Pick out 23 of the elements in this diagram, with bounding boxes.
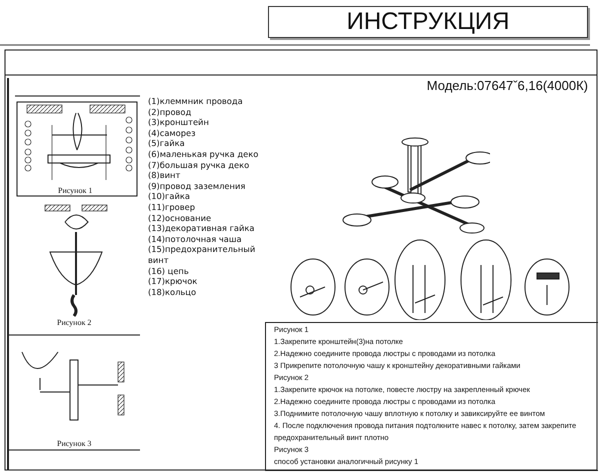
part-list-item: (15)предохранительный винт [148,244,256,266]
part-list-item: (5)гайка [148,138,186,149]
part-list-item: (8)винт [148,170,182,181]
part-list-item: (1)клеммник провода [148,96,244,107]
part-list-item: (2)провод [148,106,192,118]
part-list-item: (11)гровер [148,202,196,213]
part-list-item: (13)декоративная гайка [148,223,256,234]
part-list-item: (3)кронштейн [148,117,210,128]
part-list-item: (6)маленькая ручка деко [148,148,260,160]
figure-caption: Рисунок 1 [58,186,92,195]
model-label: Модель:07647ˇ6,16(4000К) [426,78,588,93]
figure-caption: Рисунок 2 [57,318,92,327]
part-list-item: (4)саморез [148,128,197,138]
part-list-item: (9)провод заземления [148,180,246,192]
figure-caption: Рисунок 3 [57,439,92,448]
part-list-item: (16) цепь [148,266,190,276]
title-banner: ИНСТРУКЦИЯ [268,6,588,38]
part-list-item: (10)гайка [148,191,191,202]
part-list-item: (14)потолочная чаша [148,234,243,244]
part-list-item: (7)большая ручка деко [148,160,250,170]
part-list-item: (17)крючок [148,276,198,287]
part-list-item: (12)основание [148,212,212,224]
part-list-item: (18)кольцо [148,286,198,298]
